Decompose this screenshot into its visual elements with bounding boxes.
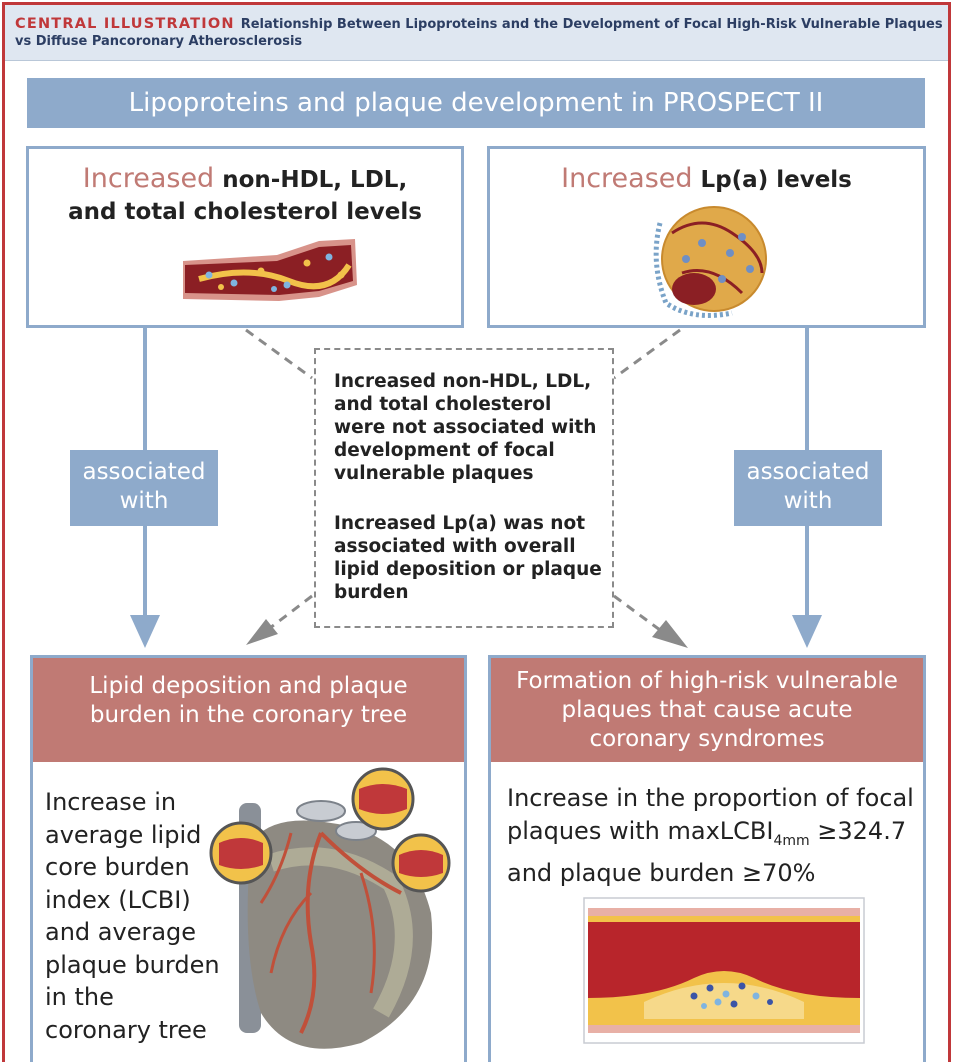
bottom-left-body-line: core burden (45, 853, 190, 881)
bottom-left-box: Lipid deposition and plaque burden in th… (30, 655, 467, 1062)
right-arrowhead (792, 615, 822, 648)
bottom-left-body-line: in the (45, 983, 114, 1011)
top-right-box: Increased Lp(a) levels (487, 146, 926, 328)
top-left-accent: Increased (82, 163, 215, 194)
bottom-right-body: Increase in the proportion of focal plaq… (507, 782, 917, 889)
bottom-left-body-line: coronary tree (45, 1015, 207, 1044)
bottom-right-body-line1: Increase in the proportion of focal (507, 784, 914, 812)
bottom-left-body-line: index (LCBI) (45, 885, 191, 914)
top-left-line1: Increased non-HDL, LDL, (29, 163, 461, 196)
top-right-line1-text: Lp(a) levels (700, 167, 852, 193)
left-association-line1: associated (82, 459, 206, 485)
bottom-left-body-line: average lipid (45, 820, 202, 849)
bottom-right-heading-line3: coronary syndromes (589, 726, 825, 752)
bottom-right-body-line3: and plaque burden ≥70% (507, 858, 816, 887)
center-note-paragraph1: Increased non-HDL, LDL, and total choles… (334, 371, 597, 484)
lipoprotein-a-particle-icon (653, 206, 767, 318)
bottom-right-heading: Formation of high-risk vulnerable plaque… (491, 658, 923, 762)
right-association-line1: associated (746, 459, 870, 485)
bottom-left-heading-line2: burden in the coronary tree (89, 702, 408, 728)
top-right-line1: Increased Lp(a) levels (490, 163, 923, 196)
top-left-line1-text: non-HDL, LDL, (222, 167, 408, 193)
dashed-link-top-right (613, 328, 681, 380)
body-line2-post: ≥324.7 (809, 816, 907, 845)
left-association-line2: with (119, 488, 169, 514)
left-association-label: associated with (70, 450, 218, 526)
left-arrowhead (130, 615, 160, 648)
bottom-right-body-line2: plaques with maxLCBI4mm ≥324.7 (507, 815, 917, 857)
dashed-link-bottom-right (613, 594, 661, 632)
dashed-arrowhead-left (246, 619, 278, 645)
center-note-paragraph2: Increased Lp(a) was not associated with … (334, 513, 602, 603)
bottom-left-body-line: and average (45, 918, 197, 946)
right-association-line2: with (783, 488, 833, 514)
dashed-link-top-left (245, 328, 313, 380)
bottom-left-body: Increase in average lipid core burden in… (45, 786, 235, 1046)
center-note-box: Increased non-HDL, LDL, and total choles… (314, 348, 614, 628)
bottom-left-heading: Lipid deposition and plaque burden in th… (33, 658, 464, 762)
bottom-left-body-line: plaque burden (45, 950, 220, 979)
top-left-line2: and total cholesterol levels (68, 199, 422, 225)
heart-coronary-tree-icon (209, 767, 451, 1049)
artery-cross-section-icon (183, 239, 357, 301)
bottom-left-heading-line1: Lipid deposition and plaque (89, 673, 408, 699)
dashed-link-bottom-left (269, 594, 313, 630)
bottom-left-body-line: Increase in (45, 788, 177, 816)
bottom-right-box: Formation of high-risk vulnerable plaque… (488, 655, 926, 1062)
top-left-box: Increased non-HDL, LDL, and total choles… (26, 146, 464, 328)
dashed-arrowhead-right (652, 620, 688, 648)
vulnerable-plaque-artery-icon (583, 897, 865, 1044)
right-association-label: associated with (734, 450, 882, 526)
header-label: CENTRAL ILLUSTRATION (15, 16, 235, 32)
bottom-right-heading-line1: Formation of high-risk vulnerable (516, 668, 898, 694)
bottom-right-heading-line2: plaques that cause acute (561, 697, 853, 723)
banner-title: Lipoproteins and plaque development in P… (27, 78, 925, 128)
top-right-accent: Increased (561, 163, 693, 194)
body-line2-sub: 4mm (773, 832, 810, 849)
header-title: Relationship Between Lipoproteins and th… (15, 17, 943, 49)
body-line2-pre: plaques with maxLCBI (507, 816, 774, 845)
